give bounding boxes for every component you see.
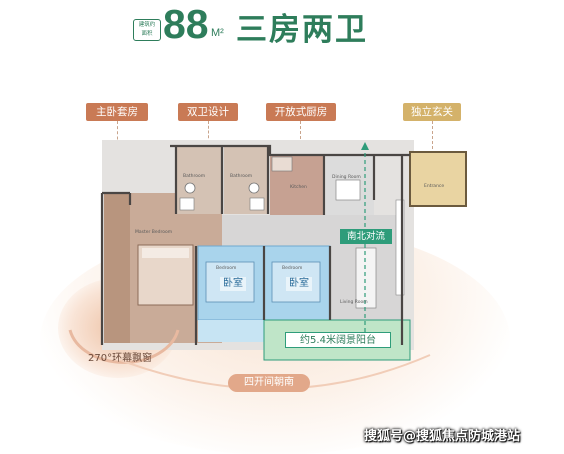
dining-table <box>335 179 361 201</box>
room-name-master: Master Bedroom <box>135 230 173 235</box>
toilet-1 <box>184 182 196 194</box>
south-label: 四开间朝南 <box>228 374 310 392</box>
leader-foyer <box>432 121 433 149</box>
leader-kitchen <box>300 121 301 149</box>
bay-window <box>104 193 130 343</box>
badge-line-1: 建筑 <box>138 22 150 28</box>
ventilation-arrow-up <box>361 142 369 150</box>
balcony-label: 约5.4米阔景阳台 <box>285 332 391 348</box>
toilet-2 <box>248 182 260 194</box>
entrance-foyer <box>410 152 466 206</box>
sink-2 <box>249 197 265 211</box>
bedroom-label-2: 卧室 <box>286 277 312 291</box>
kitchen-counter <box>271 156 293 172</box>
master-bed-pillow <box>142 248 189 258</box>
sofa <box>355 247 377 309</box>
room-name-dining: Dining Room <box>332 175 361 180</box>
badge-line-2: 面积 <box>141 31 153 37</box>
badge-mark: 约 <box>149 22 156 28</box>
room-name-bedroom-b: Bedroom <box>282 266 303 271</box>
area-value: 88 <box>163 1 209 47</box>
window-label: 270°环幕飘窗 <box>88 353 153 364</box>
callout-foyer: 独立玄关 <box>403 103 461 121</box>
callout-master-suite: 主卧套房 <box>86 103 148 121</box>
callout-open-kitchen: 开放式厨房 <box>266 103 336 121</box>
bedroom-label-1: 卧室 <box>220 277 246 291</box>
room-name-kitchen: Kitchen <box>290 185 307 190</box>
sink-1 <box>179 197 195 211</box>
tv-cabinet <box>395 199 405 296</box>
walls <box>100 144 410 345</box>
leader-bath <box>208 121 209 143</box>
room-name-bathroom-2: Bathroom <box>230 174 253 179</box>
entrance-outline <box>409 151 467 207</box>
area-unit: M² <box>211 27 224 39</box>
area-badge: 建筑约 面积 <box>133 19 161 41</box>
ns-ventilation-label: 南北对流 <box>340 229 392 244</box>
layout-title: 三房两卫 <box>236 12 368 48</box>
room-name-entrance: Entrance <box>424 184 445 189</box>
bedroom-a-glazing <box>198 320 264 342</box>
room-name-bedroom-a: Bedroom <box>216 266 237 271</box>
room-name-bathroom-1: Bathroom <box>183 174 206 179</box>
callout-two-bath: 双卫设计 <box>178 103 238 121</box>
room-name-living: Living Room <box>340 300 368 305</box>
watermark: 搜狐号@搜狐焦点防城港站 <box>364 429 521 444</box>
